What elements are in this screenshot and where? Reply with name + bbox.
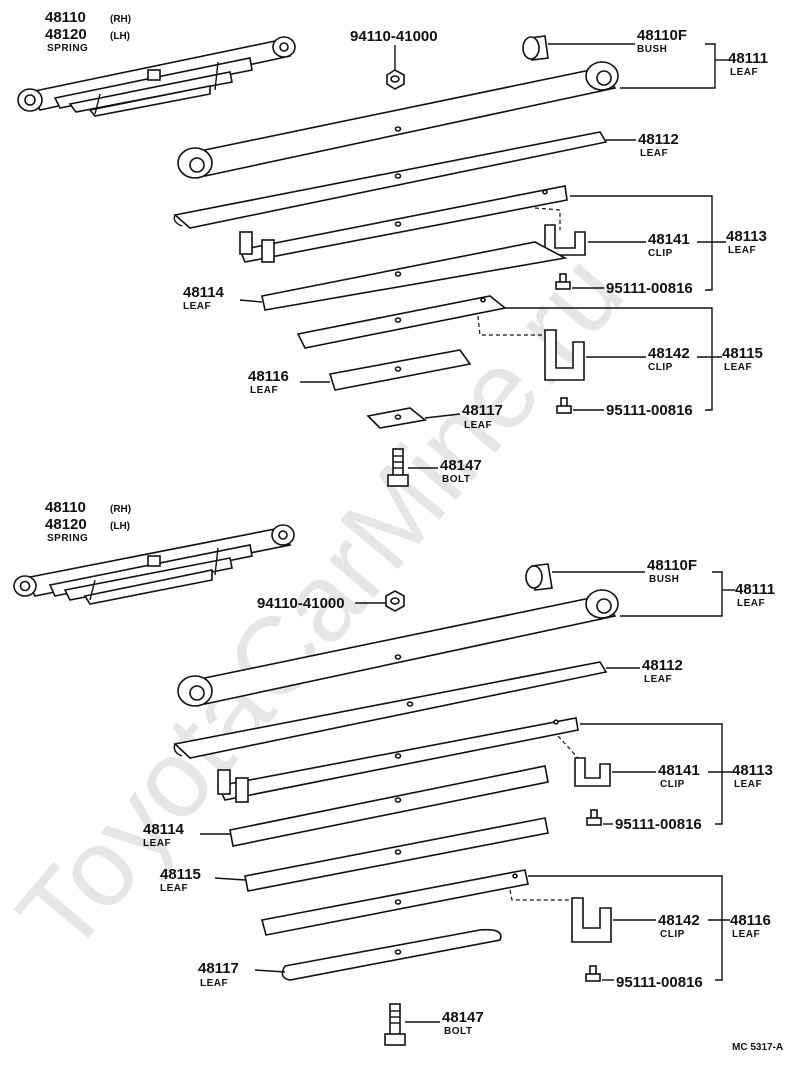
- bottom-clip-48142-part: 48142: [658, 912, 700, 929]
- bottom-leaf-48111-part: 48111: [735, 581, 775, 598]
- bottom-bolt-b-icon: [585, 965, 601, 982]
- top-assembly: 48110 (RH) 48120 (LH) SPRING 94110-41000…: [17, 9, 768, 487]
- top-spring-lh: (LH): [110, 31, 130, 42]
- bottom-bush-part: 48110F: [647, 557, 697, 574]
- bottom-leaf-48111-illustration: [177, 589, 619, 707]
- bottom-leaf-48113-illustration: [216, 717, 579, 803]
- top-bush-desc: BUSH: [637, 44, 667, 55]
- top-leaf-48117-desc: LEAF: [464, 420, 492, 431]
- bottom-clip-48142-icon: [571, 897, 612, 943]
- bottom-spring-rh: (RH): [110, 504, 131, 515]
- top-leaf-48114-desc: LEAF: [183, 301, 211, 312]
- top-spring-desc: SPRING: [47, 43, 88, 54]
- bottom-bolt-a-part: 95111-00816: [615, 816, 702, 833]
- top-leaf-48111-part: 48111: [728, 50, 768, 67]
- top-bolt-a-part: 95111-00816: [606, 280, 693, 297]
- bottom-leaf-48116-illustration: [261, 869, 529, 936]
- bottom-nut-part: 94110-41000: [257, 595, 345, 612]
- bottom-leaf-48114-illustration: [229, 765, 549, 847]
- bottom-bush-desc: BUSH: [649, 574, 679, 585]
- top-clip-48142-icon: [544, 329, 585, 381]
- top-leaf-48111-desc: LEAF: [730, 67, 758, 78]
- bottom-leaf-48117-illustration: [281, 928, 502, 981]
- top-leaf-48115-part: 48115: [722, 345, 763, 362]
- top-leaf-48112-desc: LEAF: [640, 148, 668, 159]
- top-leaf-48113-part: 48113: [726, 228, 767, 245]
- top-leaf-48117-part: 48117: [462, 402, 503, 419]
- top-leaf-48111-illustration: [177, 61, 619, 179]
- bottom-leaf-48113-part: 48113: [732, 762, 773, 779]
- bottom-leaf-48115-illustration: [244, 817, 549, 892]
- diagram-code: MC 5317-A: [732, 1042, 783, 1053]
- bottom-spring-illustration: [13, 524, 295, 605]
- top-leaf-48112-illustration: [173, 131, 608, 229]
- top-spring-illustration: [17, 36, 296, 117]
- top-clip-48141-part: 48141: [648, 231, 690, 248]
- bottom-clip-48141-part: 48141: [658, 762, 700, 779]
- bottom-bolt-48147-icon: [384, 1003, 406, 1046]
- bottom-bolt-a-icon: [586, 809, 602, 826]
- top-bolt-48147-part: 48147: [440, 457, 482, 474]
- top-leaf-48117-illustration: [366, 407, 427, 429]
- top-bolt-b-icon: [556, 397, 572, 414]
- top-leaf-48114-illustration: [261, 241, 568, 311]
- bottom-clip-48141-desc: CLIP: [660, 779, 685, 790]
- bottom-leaf-48112-illustration: [173, 661, 608, 759]
- top-leaf-48115-desc: LEAF: [724, 362, 752, 373]
- bottom-leaf-48114-part: 48114: [143, 821, 185, 838]
- bottom-spring-desc: SPRING: [47, 533, 88, 544]
- top-clip-48142-part: 48142: [648, 345, 690, 362]
- bottom-leaf-48113-desc: LEAF: [734, 779, 762, 790]
- bottom-leaf-48117-part: 48117: [198, 960, 239, 977]
- bottom-leaf-48111-desc: LEAF: [737, 598, 765, 609]
- bottom-leaf-48117-desc: LEAF: [200, 978, 228, 989]
- top-clip-48142-desc: CLIP: [648, 362, 673, 373]
- top-bolt-48147-icon: [387, 448, 409, 487]
- bottom-spring-lh-part: 48120: [45, 516, 87, 533]
- top-leaf-48113-illustration: [238, 185, 568, 263]
- bottom-bolt-48147-part: 48147: [442, 1009, 484, 1026]
- bottom-bolt-48147-desc: BOLT: [444, 1026, 472, 1037]
- top-nut-part: 94110-41000: [350, 28, 438, 45]
- bottom-clip-48142-desc: CLIP: [660, 929, 685, 940]
- bottom-leaf-48112-desc: LEAF: [644, 674, 672, 685]
- top-spring-rh-part: 48110: [45, 9, 86, 26]
- top-spring-lh-part: 48120: [45, 26, 87, 43]
- top-bolt-b-part: 95111-00816: [606, 402, 693, 419]
- bottom-leaf-48115-part: 48115: [160, 866, 201, 883]
- top-spring-rh: (RH): [110, 14, 131, 25]
- bottom-assembly: 48110 (RH) 48120 (LH) SPRING 94110-41000…: [13, 499, 775, 1046]
- bottom-spring-lh: (LH): [110, 521, 130, 532]
- bottom-leaf-48116-desc: LEAF: [732, 929, 760, 940]
- top-leaf-48113-desc: LEAF: [728, 245, 756, 256]
- bottom-clip-48141-icon: [574, 757, 611, 787]
- bottom-bush-icon: [525, 563, 553, 591]
- top-leaf-48116-illustration: [328, 349, 472, 391]
- bottom-leaf-48112-part: 48112: [642, 657, 683, 674]
- top-bush-part: 48110F: [637, 27, 687, 44]
- top-leaf-48114-part: 48114: [183, 284, 225, 301]
- top-clip-48141-desc: CLIP: [648, 248, 673, 259]
- top-bolt-48147-desc: BOLT: [442, 474, 470, 485]
- top-bolt-a-icon: [555, 273, 571, 290]
- bottom-leaf-48115-desc: LEAF: [160, 883, 188, 894]
- top-leaf-48116-desc: LEAF: [250, 385, 278, 396]
- top-leaf-48112-part: 48112: [638, 131, 679, 148]
- top-leaf-48116-part: 48116: [248, 368, 289, 385]
- top-bush-icon: [522, 35, 549, 61]
- bottom-leaf-48116-part: 48116: [730, 912, 771, 929]
- bottom-leaf-48114-desc: LEAF: [143, 838, 171, 849]
- bottom-spring-rh-part: 48110: [45, 499, 86, 516]
- bottom-bolt-b-part: 95111-00816: [616, 974, 703, 991]
